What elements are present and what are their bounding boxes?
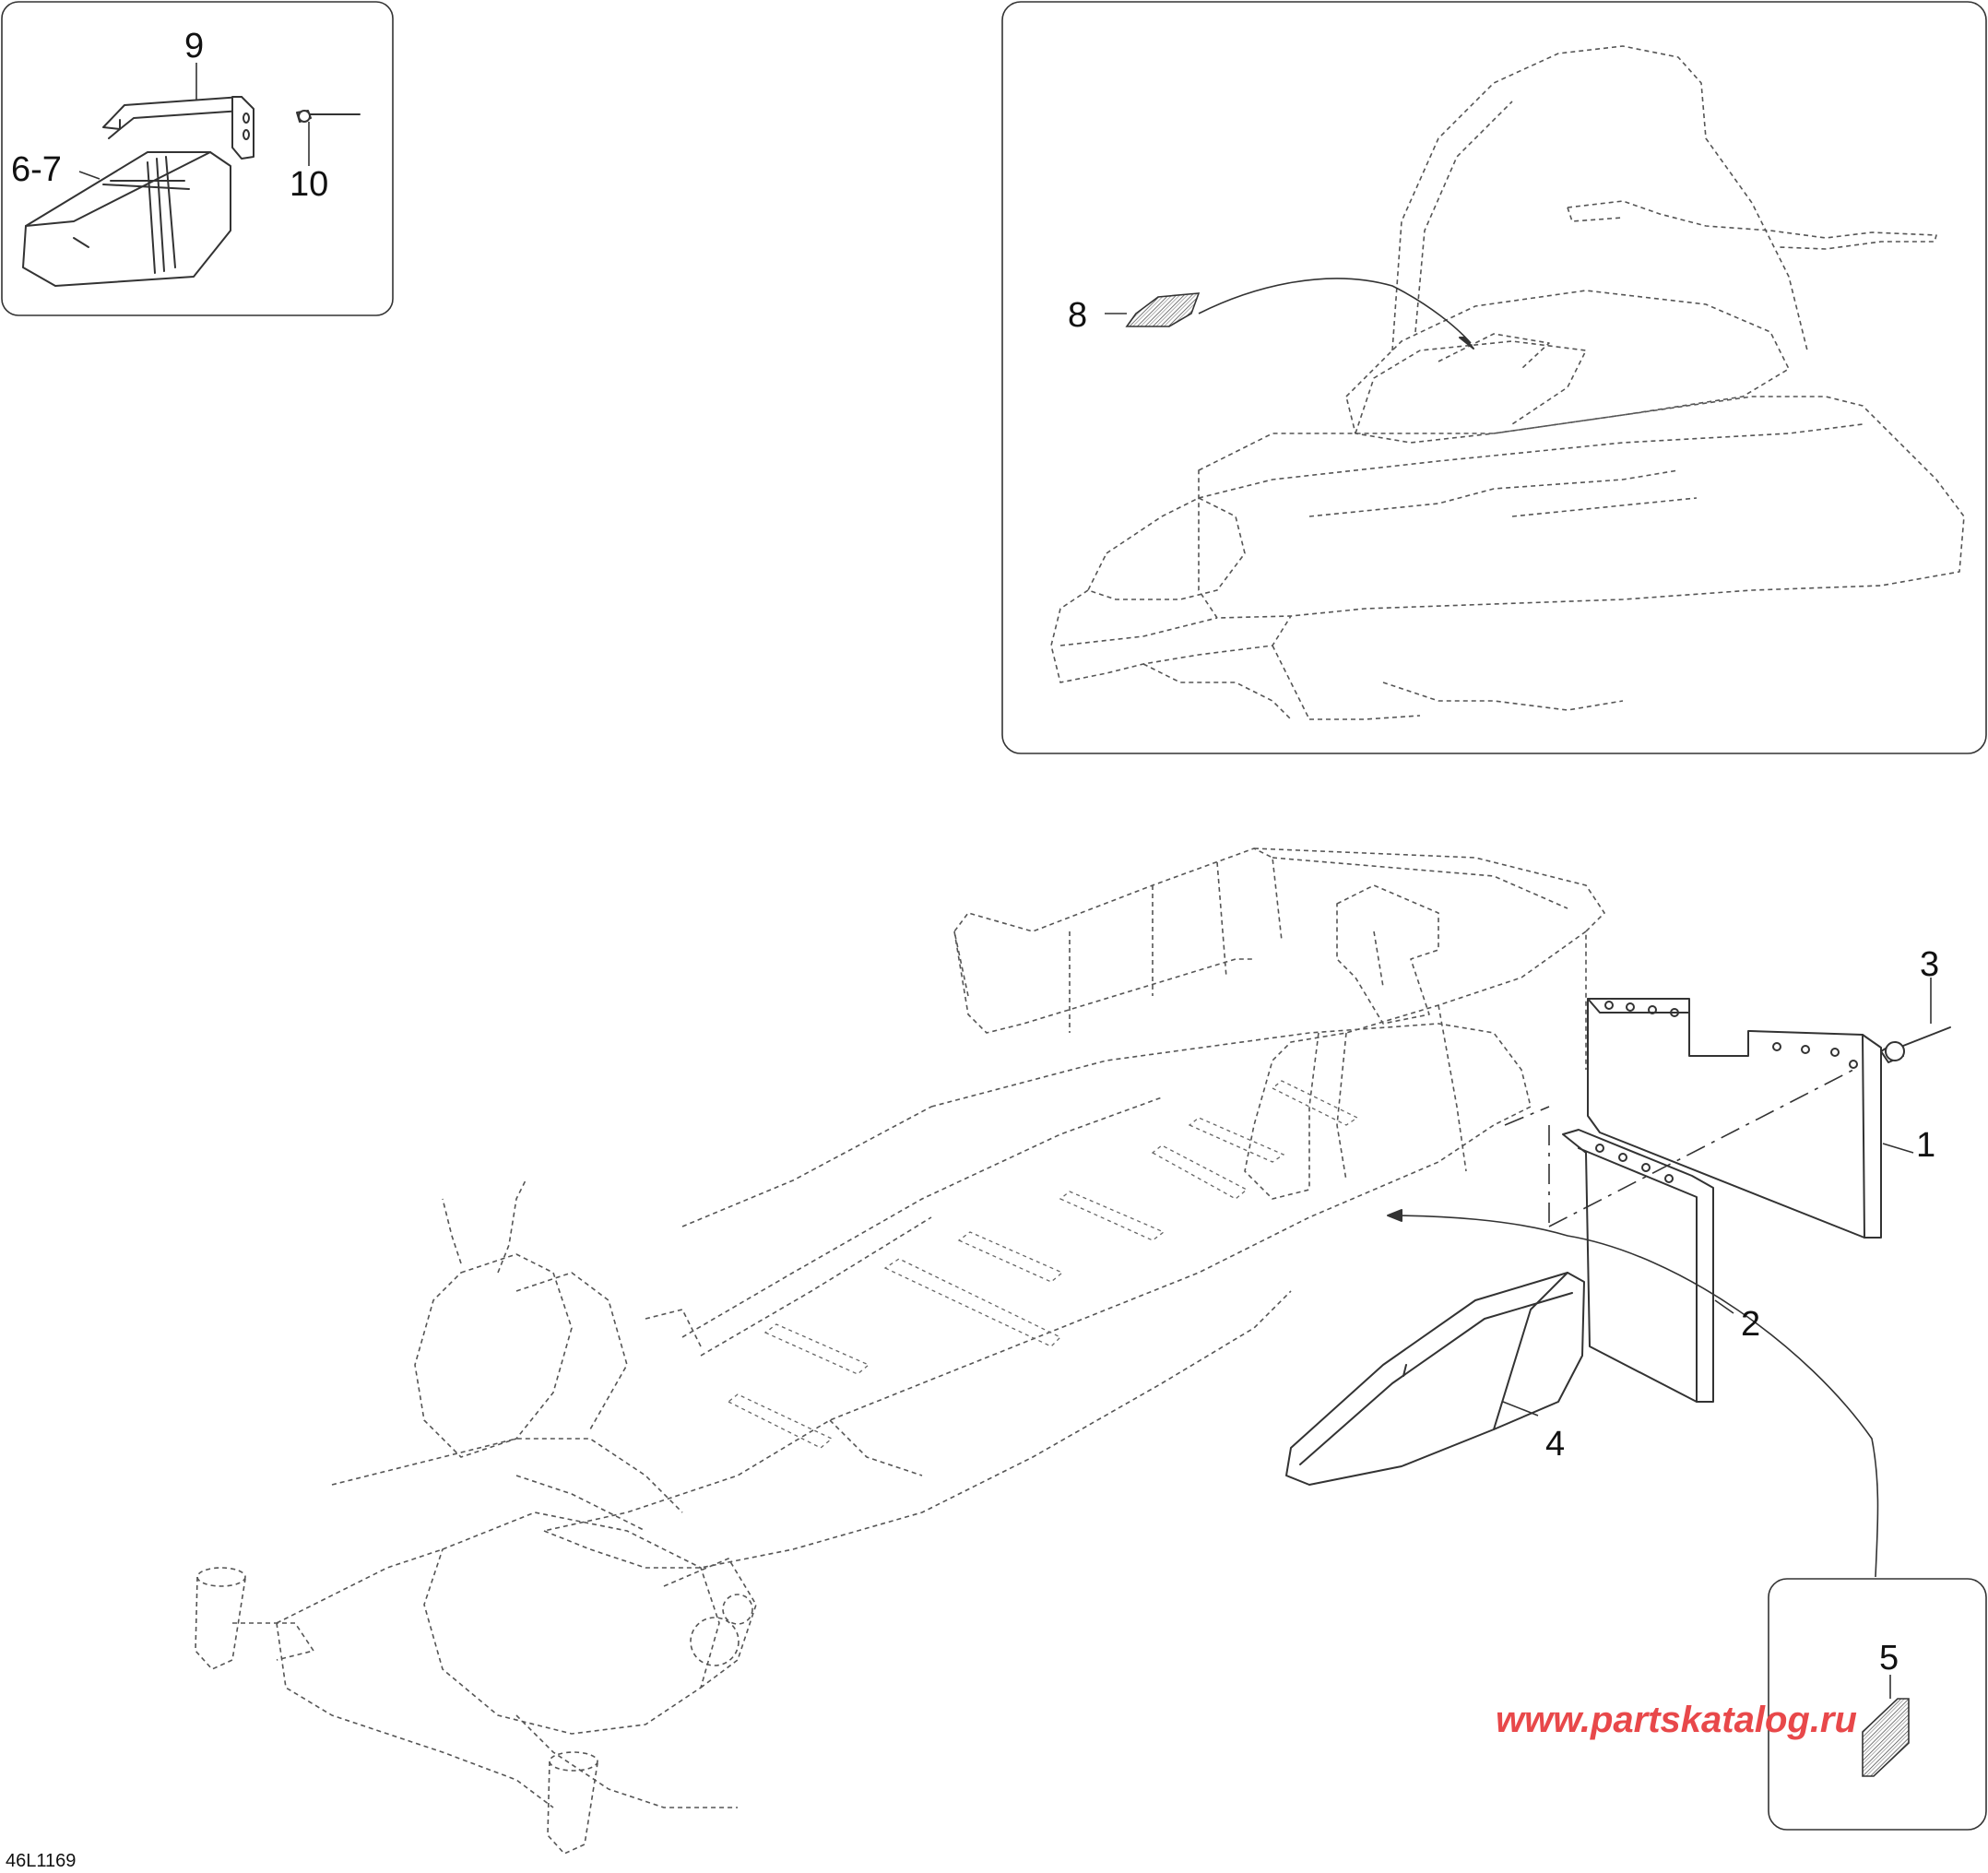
bracket-part bbox=[102, 96, 254, 160]
mud-flap-part-1 bbox=[1587, 998, 1882, 1239]
decal-part-5 bbox=[1862, 1698, 1910, 1777]
callout-9: 9 bbox=[184, 27, 204, 65]
inset-frame-top-right bbox=[1001, 1, 1987, 754]
inset-cover-bracket: 9 10 6-7 bbox=[1, 1, 394, 316]
callout-3: 3 bbox=[1920, 945, 1939, 984]
inset-frame-bottom-right bbox=[1768, 1578, 1987, 1831]
inset-vehicle-body: 8 bbox=[1001, 1, 1987, 754]
leader-2 bbox=[1714, 1299, 1734, 1314]
leader-4 bbox=[1502, 1401, 1539, 1417]
rivet-part-3 bbox=[1880, 1026, 1951, 1063]
callout-4: 4 bbox=[1545, 1425, 1565, 1464]
callout-10: 10 bbox=[290, 165, 328, 204]
leader-1 bbox=[1882, 1143, 1914, 1154]
callout-6-7: 6-7 bbox=[11, 150, 62, 189]
leader-6-7 bbox=[78, 171, 101, 180]
rivet-part-small bbox=[296, 110, 361, 123]
decal-part-8 bbox=[1125, 292, 1201, 327]
inset-decal: 5 www.partskatalog.ru bbox=[1496, 1578, 1987, 1831]
main-frame-assembly bbox=[195, 848, 1605, 1855]
leader-8 bbox=[1198, 278, 1472, 344]
cover-part bbox=[22, 151, 231, 287]
mud-flap-part-2 bbox=[1562, 1129, 1714, 1403]
callout-1: 1 bbox=[1916, 1126, 1935, 1165]
callout-5: 5 bbox=[1879, 1639, 1899, 1677]
drawing-code: 46L1169 bbox=[6, 1851, 76, 1871]
callout-2: 2 bbox=[1741, 1305, 1760, 1344]
protector-part-4 bbox=[1285, 1272, 1585, 1486]
callout-8: 8 bbox=[1068, 296, 1087, 335]
watermark: www.partskatalog.ru bbox=[1496, 1700, 1857, 1740]
flap-parts: 1 2 3 4 bbox=[1285, 945, 1951, 1578]
